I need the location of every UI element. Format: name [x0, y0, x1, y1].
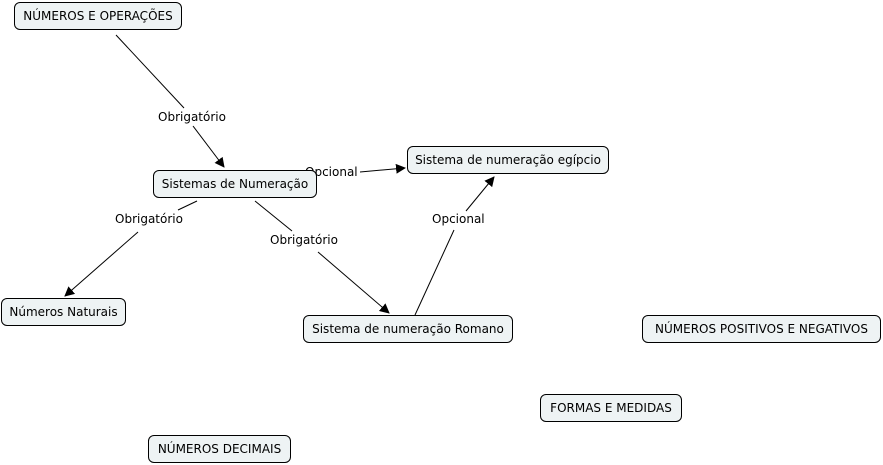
link-line-numeros-to-sistemas [115, 34, 185, 109]
link-line-numeros-to-sistemas [192, 125, 225, 168]
concept-sistema-romano[interactable]: Sistema de numeração Romano [303, 315, 513, 343]
concept-formas-e-medidas[interactable]: FORMAS E MEDIDAS [540, 394, 682, 422]
concept-numeros-e-operacoes[interactable]: NÚMEROS E OPERAÇÕES [14, 2, 182, 30]
link-line-romano-to-egipcio [414, 229, 455, 316]
link-line-sistemas-to-romano [254, 200, 293, 232]
link-label-opcional: Opcional [304, 165, 359, 179]
link-label-obrigatorio: Obrigatório [157, 110, 227, 124]
link-line-sistemas-to-naturais [177, 200, 198, 211]
link-line-sistemas-to-romano [317, 251, 390, 314]
concept-sistema-egipcio[interactable]: Sistema de numeração egípcio [407, 146, 609, 174]
link-line-sistemas-to-egipcio [359, 163, 406, 174]
link-label-obrigatorio: Obrigatório [114, 212, 184, 226]
link-label-opcional: Opcional [431, 212, 486, 226]
concept-numeros-naturais[interactable]: Números Naturais [1, 298, 126, 326]
link-label-obrigatorio: Obrigatório [269, 233, 339, 247]
concept-sistemas-de-numeracao[interactable]: Sistemas de Numeração [153, 170, 317, 198]
concept-numeros-positivos-negativos[interactable]: NÚMEROS POSITIVOS E NEGATIVOS [642, 315, 881, 343]
concept-numeros-decimais[interactable]: NÚMEROS DECIMAIS [148, 435, 291, 463]
link-line-romano-to-egipcio [465, 176, 495, 212]
link-line-sistemas-to-naturais [64, 231, 139, 297]
